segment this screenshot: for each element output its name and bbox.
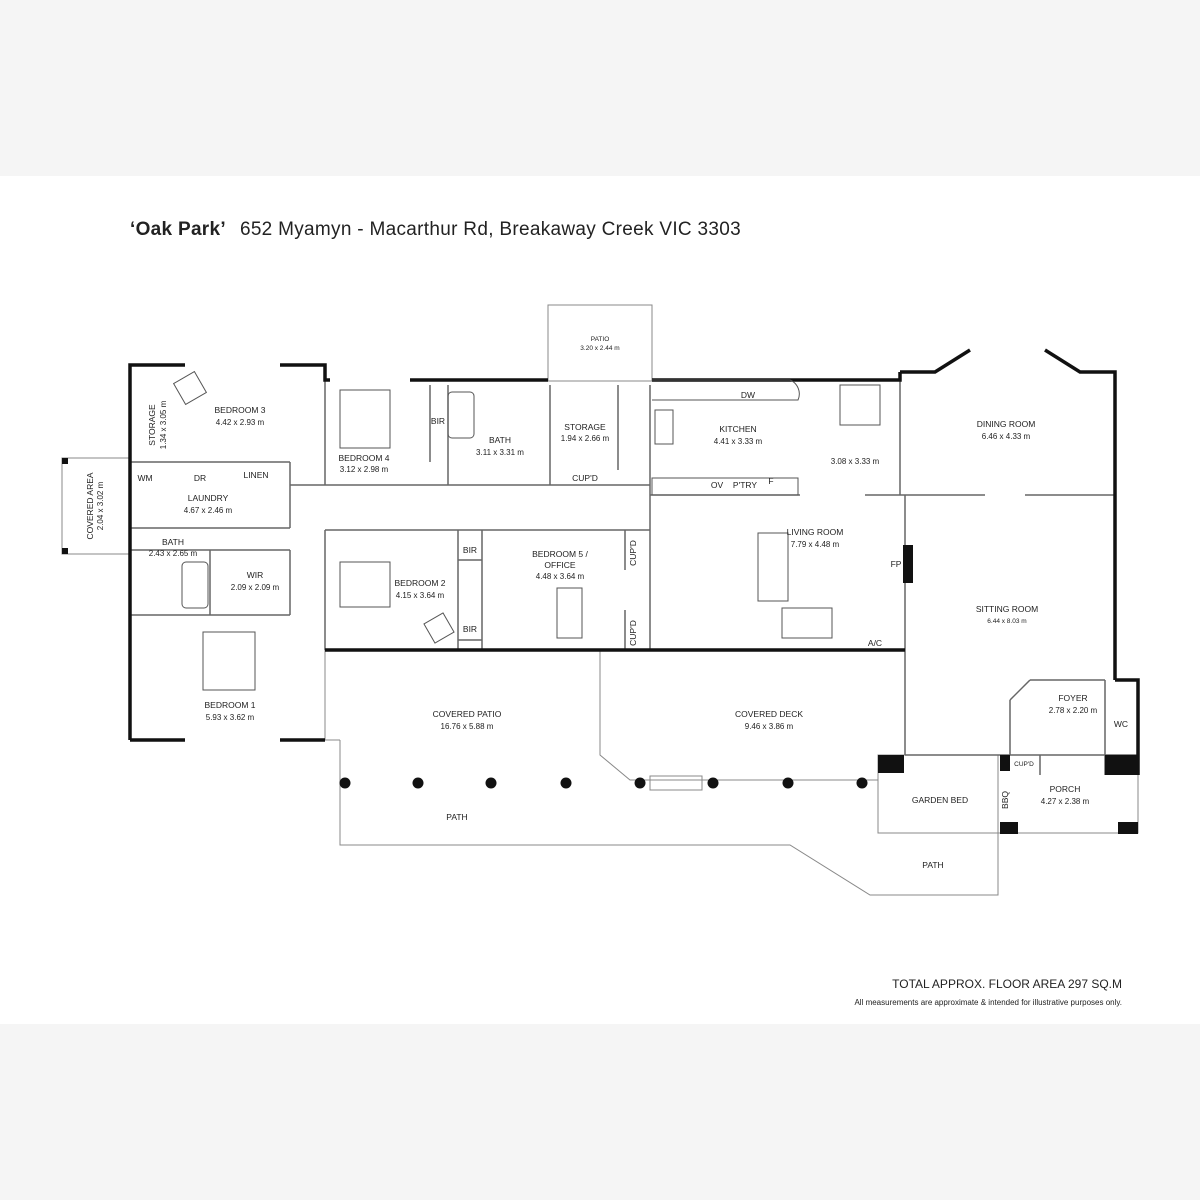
armchair-bed3 <box>172 370 208 406</box>
property-address: 652 Myamyn - Macarthur Rd, Breakaway Cre… <box>239 219 742 240</box>
foyer-dims: 2.78 x 2.20 m <box>1049 706 1098 715</box>
laundry-name: LAUNDRY <box>188 493 229 503</box>
bedroom2-name: BEDROOM 2 <box>394 578 445 588</box>
bed-2 <box>339 561 391 608</box>
bed-4 <box>339 389 391 449</box>
ptry-label: P'TRY <box>733 480 757 490</box>
storage-mid-dims: 1.94 x 2.66 m <box>561 434 610 443</box>
living-dims: 7.79 x 4.48 m <box>791 540 840 549</box>
dining-dims: 6.46 x 4.33 m <box>982 432 1031 441</box>
bedroom4-name: BEDROOM 4 <box>338 453 389 463</box>
bir-label-bath: BIR <box>431 416 445 426</box>
bedroom3-dims: 4.42 x 2.93 m <box>216 418 265 427</box>
cupd-label-porch: CUP'D <box>1014 761 1034 768</box>
patio-dims: 3.20 x 2.44 m <box>580 345 619 352</box>
covered-deck-edge <box>599 650 878 781</box>
f-label: F <box>768 476 773 486</box>
total-floor-area: TOTAL APPROX. FLOOR AREA 297 SQ.M <box>892 977 1122 991</box>
covered-deck-name: COVERED DECK <box>735 709 803 719</box>
cupd-label-bed5-top: CUP'D <box>628 540 638 566</box>
storage-left-name: STORAGE <box>147 404 157 446</box>
kitchen-bench <box>651 477 799 496</box>
dw-label: DW <box>741 390 755 400</box>
covered-patio-edge <box>324 650 340 741</box>
porch-dims: 4.27 x 2.38 m <box>1041 797 1090 806</box>
bedroom5-dims: 4.48 x 3.64 m <box>536 572 585 581</box>
fixture-labels: WM DR LINEN BIR BIR BIR CUP'D CUP'D CUP'… <box>137 390 1128 809</box>
interior-walls <box>130 375 1138 775</box>
bedroom1-name: BEDROOM 1 <box>204 700 255 710</box>
covered-area-dims: 2.04 x 3.02 m <box>96 481 105 530</box>
bedroom1-dims: 5.93 x 3.62 m <box>206 713 255 722</box>
garden-bed-name: GARDEN BED <box>912 795 968 805</box>
top-patio-outline <box>547 304 653 382</box>
kitchen-dims: 4.41 x 3.33 m <box>714 437 763 446</box>
covered-patio-name: COVERED PATIO <box>433 709 502 719</box>
storage-mid-name: STORAGE <box>564 422 606 432</box>
outdoor-outlines <box>61 304 1139 896</box>
path-left-name: PATH <box>446 812 467 822</box>
covered-deck-dims: 9.46 x 3.86 m <box>745 722 794 731</box>
bathtub-ensuite <box>181 561 209 609</box>
sofa-bottom <box>781 607 833 639</box>
bedroom3-name: BEDROOM 3 <box>214 405 265 415</box>
bir-label-bed2-bottom: BIR <box>463 624 477 634</box>
bathtub-main <box>447 391 475 439</box>
desk <box>556 587 583 639</box>
cooktop <box>654 409 674 445</box>
bath-ensuite-name: BATH <box>162 537 184 547</box>
bbq-label: BBQ <box>1000 791 1010 809</box>
foyer-name: FOYER <box>1058 693 1087 703</box>
dining-name: DINING ROOM <box>977 419 1036 429</box>
wir-dims: 2.09 x 2.09 m <box>231 583 280 592</box>
storage-left-dims: 1.34 x 3.05 m <box>159 400 168 449</box>
bed-1 <box>202 631 256 691</box>
kitchen-back-bench <box>652 379 800 401</box>
path-right-name: PATH <box>922 860 943 870</box>
wm-label: WM <box>137 473 152 483</box>
floorplan-sheet <box>0 176 1200 1024</box>
bedroom2-dims: 4.15 x 3.64 m <box>396 591 445 600</box>
bedroom5-line1: BEDROOM 5 / <box>532 549 588 559</box>
path-left-outline <box>339 740 999 896</box>
meals-dims: 3.08 x 3.33 m <box>831 457 880 466</box>
property-name: ‘Oak Park’ <box>130 219 226 240</box>
linen-label: LINEN <box>243 470 268 480</box>
dining-table <box>839 384 881 426</box>
plan-title: ‘Oak Park’ 652 Myamyn - Macarthur Rd, Bre… <box>130 219 741 241</box>
fp-label: FP <box>891 559 902 569</box>
bedroom4-dims: 3.12 x 2.98 m <box>340 465 389 474</box>
ac-label: A/C <box>868 638 882 648</box>
room-labels: PATIO 3.20 x 2.44 m BEDROOM 3 4.42 x 2.9… <box>85 336 1098 870</box>
porch-name: PORCH <box>1050 784 1081 794</box>
armchair-bed2 <box>423 612 455 644</box>
cupd-label-bed5-bottom: CUP'D <box>628 620 638 646</box>
bath-main-dims: 3.11 x 3.31 m <box>476 448 524 457</box>
sitting-dims: 6.44 x 8.03 m <box>987 618 1026 625</box>
patio-name: PATIO <box>591 336 610 343</box>
disclaimer: All measurements are approximate & inten… <box>854 998 1122 1007</box>
columns <box>62 458 1138 834</box>
bath-ensuite-dims: 2.43 x 2.65 m <box>149 549 198 558</box>
wc-label: WC <box>1114 719 1128 729</box>
covered-patio-dims: 16.76 x 5.88 m <box>441 722 494 731</box>
bedroom5-line2: OFFICE <box>544 560 575 570</box>
wir-name: WIR <box>247 570 264 580</box>
sitting-name: SITTING ROOM <box>976 604 1038 614</box>
laundry-dims: 4.67 x 2.46 m <box>184 506 233 515</box>
bir-label-bed2-top: BIR <box>463 545 477 555</box>
covered-area-name: COVERED AREA <box>85 472 95 539</box>
living-name: LIVING ROOM <box>787 527 844 537</box>
furniture <box>172 370 881 691</box>
ov-label: OV <box>711 480 724 490</box>
sofa-left <box>757 532 789 602</box>
bath-main-name: BATH <box>489 435 511 445</box>
cupd-label-storage: CUP'D <box>572 473 598 483</box>
deck-bench <box>649 775 703 791</box>
kitchen-name: KITCHEN <box>719 424 756 434</box>
dr-label: DR <box>194 473 206 483</box>
